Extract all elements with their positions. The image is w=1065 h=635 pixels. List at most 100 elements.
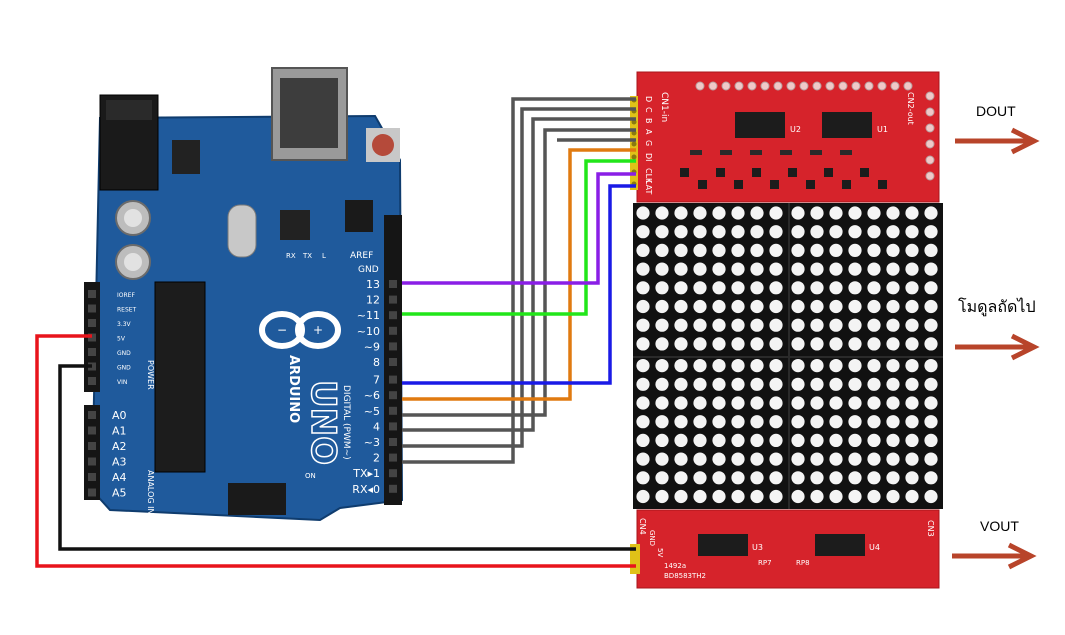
digital-pin-label: ~9 [364,340,380,353]
led-dot [750,452,764,466]
led-dot [712,396,726,410]
led-dot [905,299,919,314]
led-dot [731,377,745,391]
led-dot [674,415,688,429]
led-dot [829,415,843,429]
led-dot [924,318,938,332]
led-dot [924,396,938,410]
led-dot [712,489,726,504]
pcb-hole [760,81,770,91]
header-hole [389,484,397,493]
led-dot [693,452,707,466]
led-dot [693,489,707,504]
pcb-hole [721,81,731,91]
digital-pin-label: ~6 [364,389,380,402]
header-hole [389,406,397,415]
header-hole [389,438,397,446]
pcb-hole [773,81,783,91]
resistor [690,150,702,155]
led-dot [636,318,650,332]
on-led-label: ON [305,472,316,480]
arduino-model-text: UNO [303,380,343,465]
led-dot [791,262,805,276]
led-dot [674,299,688,314]
led-dot [905,433,919,447]
led-dot [636,359,650,373]
led-dot [750,281,764,295]
led-dot [636,433,650,447]
led-dot [712,359,726,373]
resistor [810,150,822,155]
led-dot [848,396,862,410]
led-dot [867,299,881,314]
analog-pin-label: A0 [112,409,127,422]
led-dot [769,206,783,220]
led-dot [924,225,938,239]
led-dot [848,225,862,239]
led-dot [791,359,805,373]
led-dot [791,452,805,466]
wire-c [402,107,636,448]
gnd-top-label: GND [358,265,379,275]
led-dot [769,299,783,314]
pcb-hole [877,81,887,91]
led-dot [731,243,745,257]
input-pin-label: DI [644,153,653,162]
led-dot [867,471,881,485]
led-dot [886,452,900,466]
led-dot [693,299,707,314]
led-dot [769,359,783,373]
bottom-connector-left: CN4 [638,518,647,535]
next-module-label: โมดูลถัดไป [958,297,1036,317]
led-dot [693,471,707,485]
bottom-connector-right: CN3 [926,520,935,537]
led-dot [712,452,726,466]
led-dot [886,396,900,410]
led-dot [867,206,881,220]
led-dot [655,206,669,220]
led-dot [829,225,843,239]
led-dot [712,377,726,391]
led-dot [693,262,707,276]
led-dot [867,225,881,239]
header-hole [389,391,397,400]
led-dot [791,489,805,504]
transistor [770,180,779,189]
header-hole [389,375,397,384]
power-pin-label: 5V [117,336,126,343]
led-dot [712,225,726,239]
led-dot [791,377,805,391]
led-dot [886,337,900,351]
led-dot [655,433,669,447]
input-pin-label: CLK [644,168,653,184]
led-dot [924,281,938,295]
led-dot [769,262,783,276]
led-dot [886,206,900,220]
led-dot [769,225,783,239]
led-dot [674,318,688,332]
led-dot [655,262,669,276]
header-hole [389,280,397,288]
led-dot [810,489,824,504]
led-dot [924,377,938,391]
led-dot [712,262,726,276]
led-dot [750,337,764,351]
led-dot [750,299,764,314]
module-code: 1492a [664,562,686,570]
led-dot [810,337,824,351]
led-dot [867,433,881,447]
led-dot [712,415,726,429]
arduino-infinity-logo: − + [259,311,341,349]
led-dot [791,415,805,429]
transistor [716,168,725,177]
led-dot [636,299,650,314]
led-dot [924,243,938,257]
led-dot [636,337,650,351]
led-dot [712,299,726,314]
led-dot [655,359,669,373]
led-dot [636,396,650,410]
digital-pin-label: RX◂0 [352,483,380,496]
led-dot [636,206,650,220]
